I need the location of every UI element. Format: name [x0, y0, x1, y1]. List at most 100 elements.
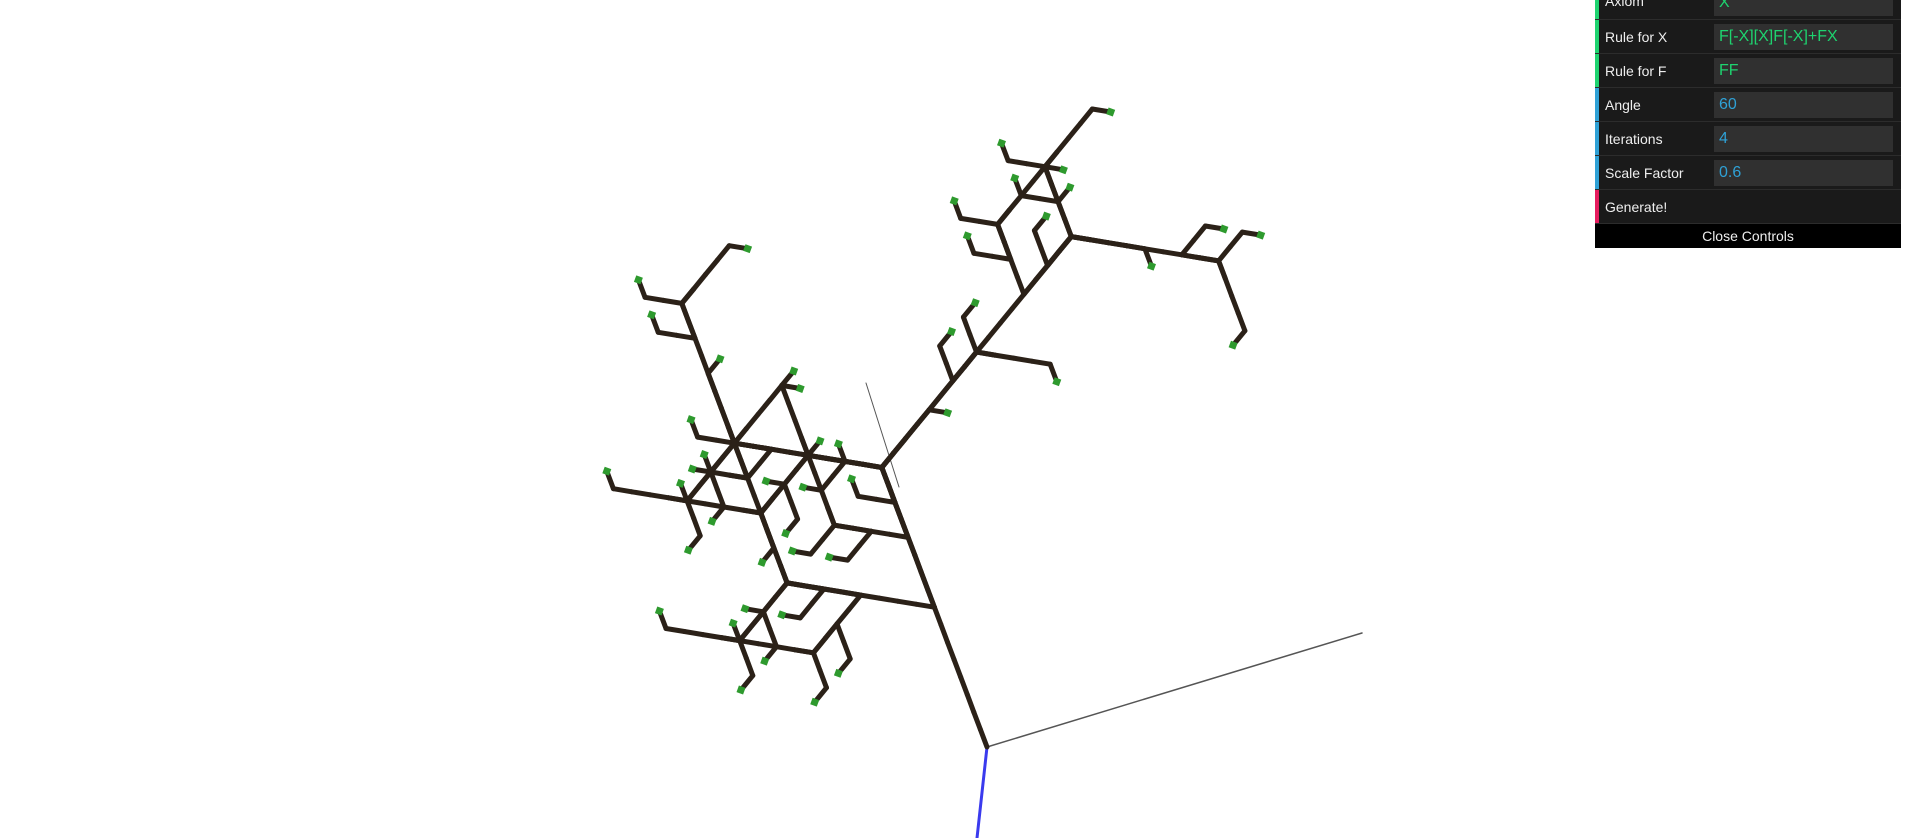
branch-segment — [976, 218, 1001, 227]
generate-button[interactable]: Generate! — [1595, 190, 1901, 224]
close-controls-button[interactable]: Close Controls — [1595, 224, 1901, 248]
branch-segment — [1031, 228, 1044, 251]
branch-segment — [1009, 291, 1027, 312]
branch-segment — [964, 692, 977, 715]
rule-x-label: Rule for X — [1605, 28, 1668, 45]
angle-label: Angle — [1605, 96, 1641, 113]
branch-segment — [700, 632, 724, 641]
branch-segment — [805, 452, 829, 461]
leaf — [1219, 224, 1229, 234]
branch-segment — [810, 650, 823, 673]
branch-segment — [824, 455, 848, 464]
branch-segment — [989, 253, 1014, 262]
branch-segment — [666, 495, 690, 504]
branch-segment — [663, 626, 687, 634]
branch-segment — [1037, 196, 1061, 205]
branch-segment — [885, 482, 898, 505]
y-axis-line — [865, 382, 900, 488]
leaf — [699, 450, 709, 459]
iterations-input[interactable] — [1714, 126, 1893, 152]
branch-segment — [1191, 223, 1208, 243]
rule-f-input[interactable] — [1714, 58, 1893, 84]
branch-segment — [818, 473, 836, 493]
branch-segment — [845, 543, 862, 563]
leaf — [761, 476, 771, 486]
branch-segment — [1078, 106, 1095, 126]
leaf — [970, 298, 980, 308]
axiom-input[interactable] — [1714, 0, 1893, 16]
leaf — [1228, 340, 1238, 350]
leaf — [647, 310, 657, 320]
branch-segment — [818, 487, 831, 511]
axiom-label: Axiom — [1605, 0, 1644, 9]
angle-control: Angle — [1595, 88, 1901, 122]
string-accent-bar — [1595, 54, 1599, 87]
branch-segment — [696, 469, 714, 489]
leaf — [760, 656, 770, 666]
branch-segment — [817, 667, 829, 691]
scale-factor-input[interactable] — [1714, 160, 1893, 186]
leaf — [781, 529, 791, 538]
branch-segment — [767, 626, 779, 650]
branch-segment — [834, 607, 852, 627]
branch-segment — [974, 349, 998, 358]
leaf — [736, 685, 746, 695]
branch-segment — [737, 623, 754, 644]
branch-segment — [725, 423, 737, 446]
branch-segment — [778, 562, 790, 586]
branch-segment — [785, 400, 798, 423]
branch-segment — [858, 592, 882, 601]
leaf — [847, 474, 856, 484]
rule-x-input[interactable] — [1714, 24, 1893, 50]
rule-x-control: Rule for X — [1595, 20, 1901, 54]
branch-segment — [731, 426, 749, 446]
branch-segment — [714, 487, 727, 510]
branch-segment — [1216, 258, 1228, 281]
generate-label: Generate! — [1605, 198, 1668, 215]
branch-segment — [1010, 355, 1035, 364]
branch-segment — [797, 600, 815, 621]
branch-segment — [799, 435, 811, 458]
scale-factor-control: Scale Factor — [1595, 156, 1901, 190]
branch-segment — [655, 329, 680, 338]
branch-segment — [1045, 248, 1062, 268]
branch-segment — [1042, 164, 1054, 187]
string-accent-bar — [1595, 0, 1599, 19]
branch-segment — [803, 583, 827, 592]
branch-segment — [1105, 240, 1129, 249]
leaf — [740, 604, 750, 614]
branch-segment — [681, 629, 706, 638]
branch-segment — [647, 492, 672, 501]
branch-segment — [879, 465, 891, 488]
branch-segment — [714, 243, 732, 263]
branch-segment — [874, 496, 898, 505]
branch-segment — [892, 499, 904, 523]
branch-segment — [1055, 199, 1068, 222]
leaf — [1041, 211, 1051, 221]
branch-segment — [1160, 249, 1185, 258]
branch-segment — [784, 580, 808, 589]
branch-segment — [809, 586, 827, 606]
axiom-control: Axiom — [1595, 0, 1901, 20]
branch-segment — [679, 300, 691, 324]
branch-segment — [846, 592, 864, 612]
iterations-control: Iterations — [1595, 122, 1901, 156]
branch-segment — [1227, 229, 1245, 249]
branch-segment — [684, 498, 708, 507]
branch-segment — [960, 314, 973, 338]
branch-segment — [1054, 135, 1072, 155]
branch-segment — [738, 458, 751, 481]
branch-segment — [887, 531, 911, 540]
branch-segment — [895, 598, 919, 607]
branch-segment — [899, 517, 911, 540]
branch-segment — [758, 496, 776, 516]
branch-segment — [1029, 358, 1053, 367]
branch-segment — [1179, 252, 1203, 261]
branch-segment — [718, 405, 731, 429]
angle-input[interactable] — [1714, 92, 1893, 118]
branch-segment — [822, 621, 840, 641]
branch-segment — [1006, 193, 1024, 213]
branch-segment — [1087, 237, 1111, 246]
branch-segment — [708, 455, 726, 475]
